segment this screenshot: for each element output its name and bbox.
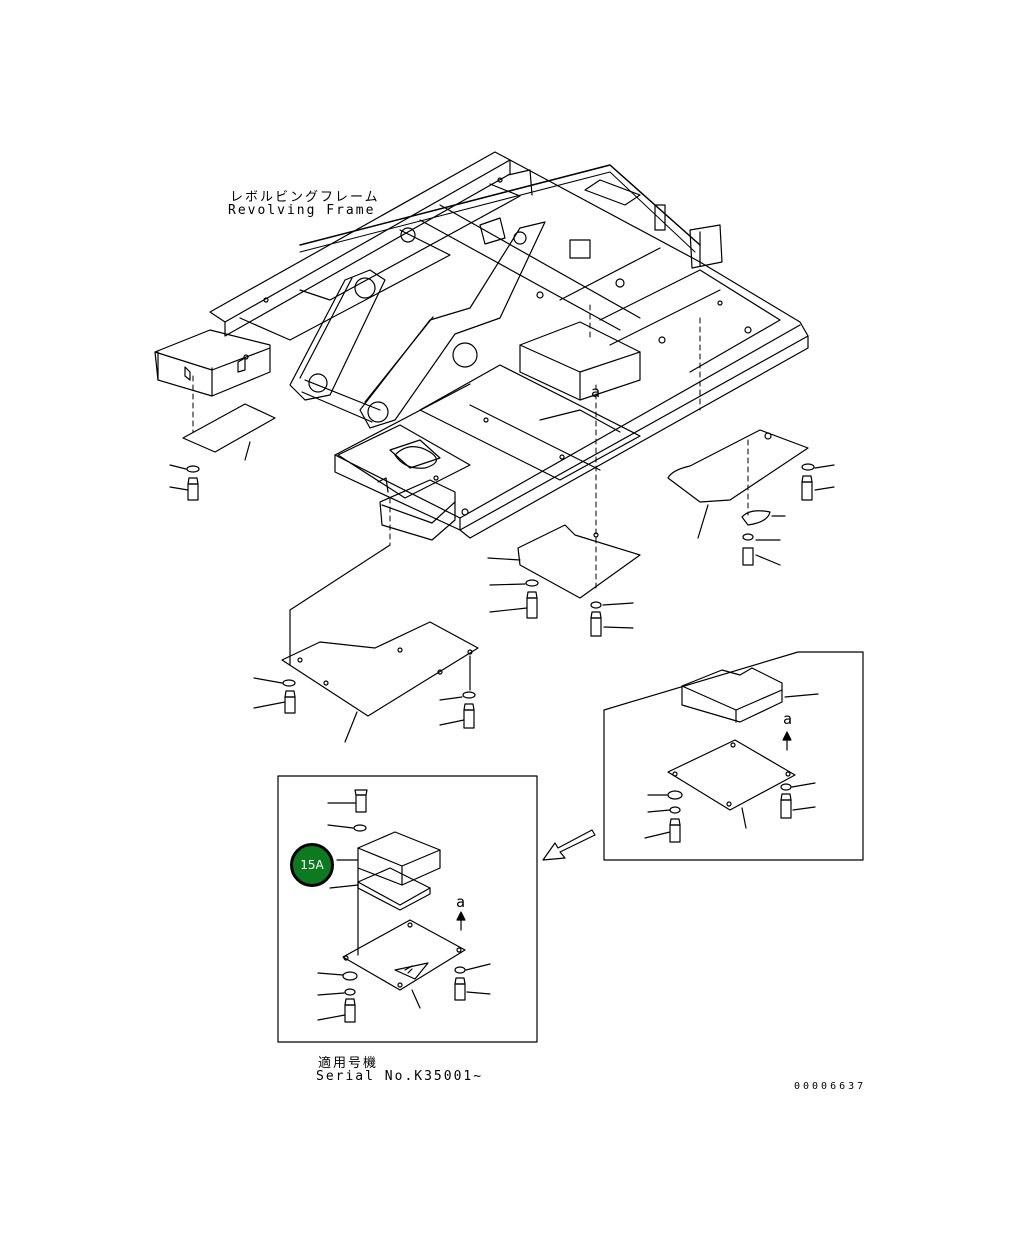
under-cover-front bbox=[253, 544, 479, 743]
callout-15a-badge[interactable]: 15A bbox=[290, 843, 334, 887]
under-cover-right bbox=[667, 429, 835, 566]
serial-label-english: Serial No.K35001~ bbox=[316, 1069, 484, 1084]
serial-label-japanese: 適用号機 bbox=[318, 1056, 379, 1071]
under-cover-left bbox=[169, 403, 276, 501]
frame-label-japanese: レボルビングフレーム bbox=[230, 190, 380, 205]
frame-label-english: Revolving Frame bbox=[228, 203, 376, 218]
install-lines bbox=[192, 304, 749, 591]
arrow-a-mark-inset-left: a bbox=[456, 893, 466, 911]
arrow-a-mark-frame: a bbox=[591, 383, 601, 401]
arrow-a-mark-inset-right: a bbox=[783, 710, 793, 728]
inset-left bbox=[277, 775, 538, 1043]
revolving-frame bbox=[154, 151, 809, 541]
under-cover-center bbox=[487, 524, 641, 637]
reference-arrow bbox=[542, 829, 596, 861]
callout-15a-label: 15A bbox=[300, 858, 324, 872]
inset-right bbox=[603, 651, 864, 861]
drawing-number: 00006637 bbox=[794, 1081, 867, 1092]
